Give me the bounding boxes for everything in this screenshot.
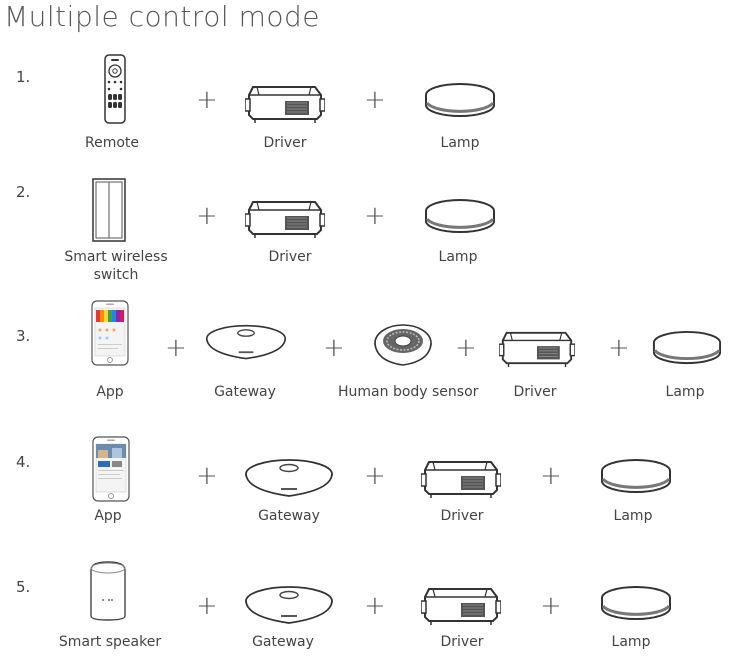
driver-icon	[499, 327, 575, 369]
driver-icon	[245, 196, 325, 240]
remote-icon	[103, 54, 127, 124]
item-label: Driver	[440, 634, 484, 650]
driver-icon	[421, 583, 501, 627]
plus-sign: +	[540, 461, 562, 491]
page-title: Multiple control mode	[4, 0, 320, 33]
plus-sign: +	[323, 333, 345, 363]
plus-sign: +	[608, 333, 630, 363]
item-label: Smart speaker	[58, 634, 162, 650]
plus-sign: +	[165, 333, 187, 363]
app-phone-icon	[92, 436, 130, 502]
plus-sign: +	[196, 85, 218, 115]
plus-sign: +	[196, 461, 218, 491]
item-label: Driver	[268, 249, 312, 265]
lamp-icon	[599, 457, 673, 497]
item-label: Driver	[513, 384, 557, 400]
item-label: App	[96, 384, 124, 400]
app-phone-icon	[91, 300, 129, 366]
driver-icon	[245, 81, 325, 125]
lamp-icon	[599, 584, 673, 624]
plus-sign: +	[196, 201, 218, 231]
gateway-icon	[243, 456, 335, 504]
lamp-icon	[423, 197, 497, 237]
row-number: 3.	[16, 327, 31, 345]
plus-sign: +	[364, 461, 386, 491]
item-label: Human body sensor	[338, 384, 479, 400]
item-label: Driver	[440, 508, 484, 524]
smart-wireless-switch-icon	[92, 178, 126, 242]
plus-sign: +	[455, 333, 477, 363]
plus-sign: +	[364, 85, 386, 115]
item-label: Gateway	[258, 508, 320, 524]
plus-sign: +	[540, 591, 562, 621]
row-number: 2.	[16, 183, 31, 201]
item-label: Smart wireless	[64, 249, 168, 265]
item-label: Lamp	[611, 634, 651, 650]
gateway-icon	[243, 583, 335, 631]
row-number: 1.	[16, 68, 31, 86]
plus-sign: +	[364, 201, 386, 231]
item-label: Lamp	[613, 508, 653, 524]
item-label: Driver	[263, 135, 307, 151]
item-label: Lamp	[440, 135, 480, 151]
row-number: 5.	[16, 578, 31, 596]
row-number: 4.	[16, 453, 31, 471]
plus-sign: +	[364, 591, 386, 621]
item-label: Remote	[84, 135, 140, 151]
item-label: switch	[93, 267, 139, 283]
human-body-sensor-icon	[373, 321, 433, 369]
item-label: App	[94, 508, 122, 524]
item-label: Gateway	[252, 634, 314, 650]
driver-icon	[421, 456, 501, 500]
smart-speaker-icon	[88, 560, 128, 622]
item-label: Lamp	[438, 249, 478, 265]
item-label: Gateway	[214, 384, 276, 400]
plus-sign: +	[196, 591, 218, 621]
lamp-icon	[423, 81, 497, 121]
gateway-icon	[204, 322, 288, 366]
lamp-icon	[651, 329, 723, 368]
item-label: Lamp	[665, 384, 705, 400]
